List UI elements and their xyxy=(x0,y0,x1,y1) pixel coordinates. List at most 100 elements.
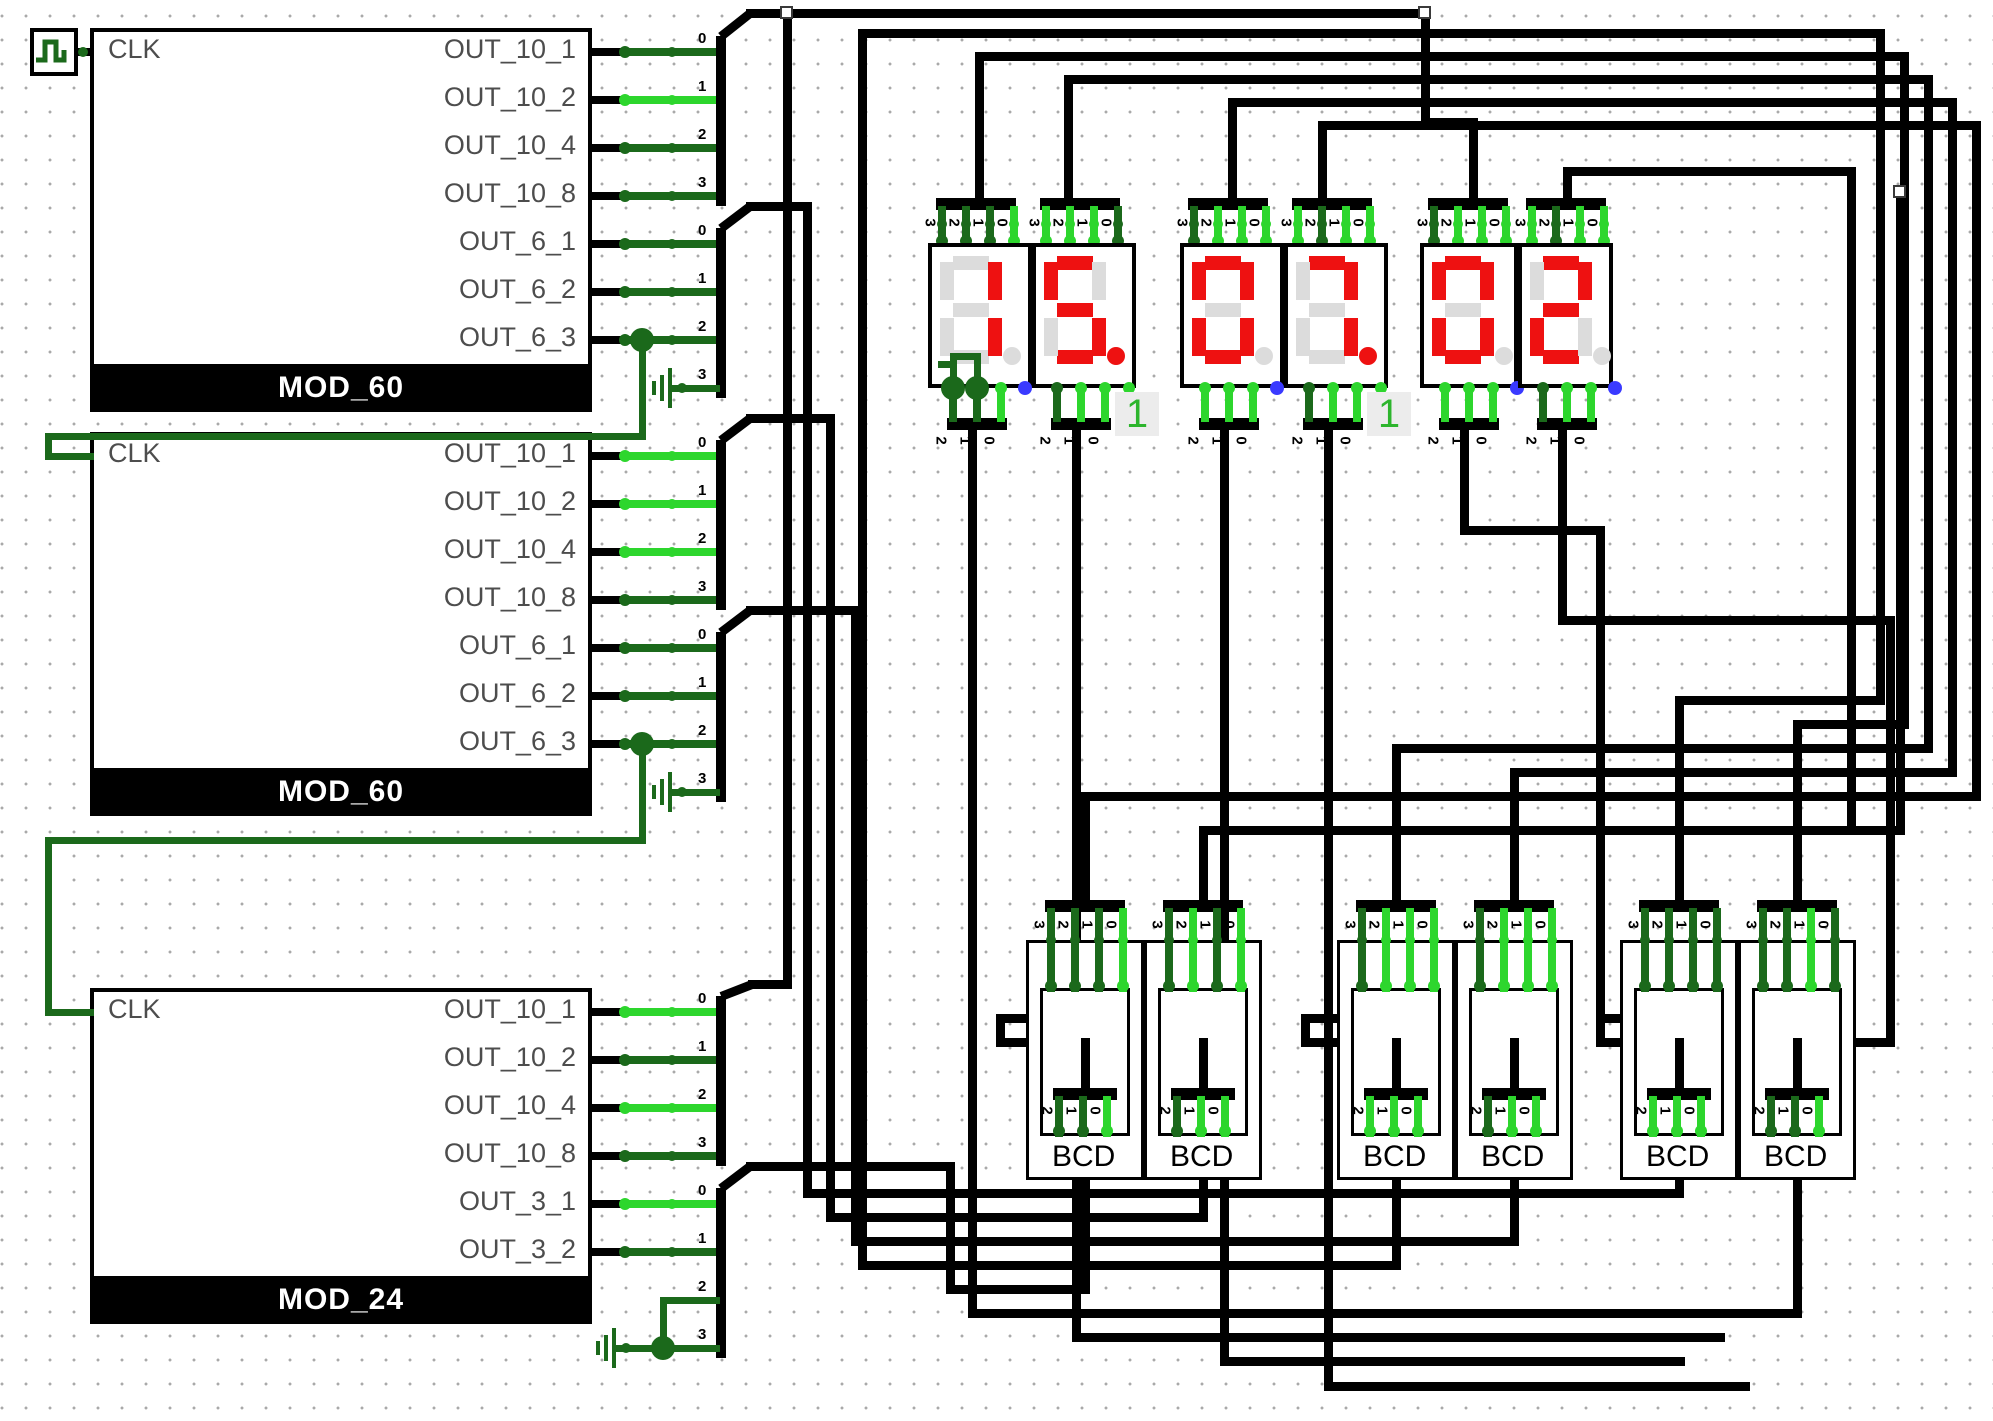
bus-merger[interactable] xyxy=(1199,418,1259,430)
pin-stub[interactable] xyxy=(588,740,629,748)
segment-wire[interactable] xyxy=(1249,384,1257,422)
bcd-input-wire[interactable] xyxy=(1524,908,1532,992)
bcd-input-wire[interactable] xyxy=(1047,908,1055,992)
segment-wire[interactable] xyxy=(1563,384,1571,422)
bus-wire[interactable] xyxy=(1674,1175,1684,1198)
bus-wire[interactable] xyxy=(782,8,1430,18)
bus-wire[interactable] xyxy=(1509,1175,1519,1246)
bus-wire[interactable] xyxy=(1219,1356,1685,1366)
bus-wire[interactable] xyxy=(1971,120,1981,801)
bcd-input-wire[interactable] xyxy=(1665,908,1673,992)
bus-wire[interactable] xyxy=(857,1260,1401,1270)
bus-merger[interactable] xyxy=(1647,1088,1711,1100)
bus-wire[interactable] xyxy=(1391,1175,1401,1270)
bus-wire[interactable] xyxy=(1063,74,1933,84)
segment-wire[interactable] xyxy=(1329,384,1337,422)
bcd-output-wire[interactable] xyxy=(1791,1096,1799,1137)
bus-merger[interactable] xyxy=(1051,418,1111,430)
bus-merger[interactable] xyxy=(1765,1088,1829,1100)
bus-wire[interactable] xyxy=(802,201,812,1198)
bus-wire[interactable] xyxy=(1198,825,1208,907)
bus-wire[interactable] xyxy=(1080,791,1090,907)
bcd-input-wire[interactable] xyxy=(1358,908,1366,992)
segment-bridge-wire[interactable] xyxy=(937,360,957,368)
bus-wire[interactable] xyxy=(1198,825,1905,835)
pin-stub[interactable] xyxy=(588,644,629,652)
bus-wire[interactable] xyxy=(1595,1013,1605,1047)
bus-merger[interactable] xyxy=(947,418,1007,430)
open-wire-end[interactable] xyxy=(1418,6,1431,19)
bus-wire[interactable] xyxy=(1509,1037,1519,1093)
bcd-input-wire[interactable] xyxy=(1406,908,1414,992)
bus-merger[interactable] xyxy=(1439,418,1499,430)
bus-wire[interactable] xyxy=(1071,1332,1725,1342)
segment-wire[interactable] xyxy=(1101,384,1109,422)
segment-wire[interactable] xyxy=(1539,384,1547,422)
bus-wire[interactable] xyxy=(825,1212,1208,1222)
clock-cascade-wire[interactable] xyxy=(44,452,94,460)
pin-stub[interactable] xyxy=(588,48,629,56)
bcd-input-wire[interactable] xyxy=(1759,908,1767,992)
bcd-input-wire[interactable] xyxy=(1713,908,1721,992)
clock-cascade-wire[interactable] xyxy=(44,1008,94,1016)
segment-wire[interactable] xyxy=(1305,384,1313,422)
bus-splitter[interactable] xyxy=(1428,198,1508,210)
bus-wire[interactable] xyxy=(1674,1037,1684,1093)
segment-bridge-wire[interactable] xyxy=(973,352,981,392)
pin-stub[interactable] xyxy=(588,452,629,460)
bus-wire[interactable] xyxy=(1459,525,1605,535)
ground-symbol[interactable] xyxy=(596,1341,600,1355)
pin-stub[interactable] xyxy=(588,288,629,296)
bcd-output-wire[interactable] xyxy=(1366,1096,1374,1137)
bcd-input-wire[interactable] xyxy=(1476,908,1484,992)
open-wire-end[interactable] xyxy=(780,6,793,19)
bcd-input-wire[interactable] xyxy=(1382,908,1390,992)
bcd-input-wire[interactable] xyxy=(1500,908,1508,992)
bus-merger[interactable] xyxy=(1303,418,1363,430)
bus-splitter[interactable] xyxy=(1526,198,1606,210)
bus-wire[interactable] xyxy=(1509,767,1519,907)
bus-merger[interactable] xyxy=(716,228,726,398)
bus-wire[interactable] xyxy=(1875,28,1885,705)
bcd-output-wire[interactable] xyxy=(1697,1096,1705,1137)
clock-cascade-wire[interactable] xyxy=(44,836,52,1016)
bus-wire[interactable] xyxy=(1080,1037,1090,1093)
bus-wire[interactable] xyxy=(1323,425,1333,1391)
pin-stub[interactable] xyxy=(588,548,629,556)
bus-wire[interactable] xyxy=(745,605,860,615)
pin-stub[interactable] xyxy=(588,1248,629,1256)
bus-merger[interactable] xyxy=(716,440,726,610)
bus-wire[interactable] xyxy=(1792,1037,1802,1093)
bus-wire[interactable] xyxy=(974,51,984,203)
bcd-output-wire[interactable] xyxy=(1649,1096,1657,1137)
bcd-input-wire[interactable] xyxy=(1783,908,1791,992)
bus-wire[interactable] xyxy=(1595,525,1605,1023)
constant-one[interactable]: 1 xyxy=(1367,392,1411,436)
bus-wire[interactable] xyxy=(1391,1037,1401,1093)
bcd-output-wire[interactable] xyxy=(1508,1096,1516,1137)
bus-wire[interactable] xyxy=(1063,74,1073,203)
segment-wire[interactable] xyxy=(1489,384,1497,422)
bus-wire[interactable] xyxy=(747,979,792,989)
bcd-input-wire[interactable] xyxy=(1641,908,1649,992)
ground-symbol[interactable] xyxy=(652,785,656,799)
bus-wire[interactable] xyxy=(1846,166,1856,835)
bus-wire[interactable] xyxy=(745,1161,955,1171)
bcd-output-wire[interactable] xyxy=(1197,1096,1205,1137)
bus-wire[interactable] xyxy=(1219,425,1229,1366)
bcd-input-wire[interactable] xyxy=(1430,908,1438,992)
bus-wire[interactable] xyxy=(1391,743,1401,907)
clock-cascade-wire[interactable] xyxy=(44,432,52,460)
bus-wire[interactable] xyxy=(1947,97,1957,777)
pin-stub[interactable] xyxy=(588,1008,629,1016)
bus-wire[interactable] xyxy=(1562,166,1856,176)
pin-stub[interactable] xyxy=(588,96,629,104)
clock-cascade-wire[interactable] xyxy=(638,336,646,440)
bus-wire[interactable] xyxy=(825,413,835,1222)
pin-stub[interactable] xyxy=(588,144,629,152)
bus-splitter[interactable] xyxy=(1040,198,1120,210)
bus-wire[interactable] xyxy=(857,28,867,1270)
bus-wire[interactable] xyxy=(850,1236,1519,1246)
bus-wire[interactable] xyxy=(1674,695,1684,907)
bus-wire[interactable] xyxy=(1391,743,1933,753)
